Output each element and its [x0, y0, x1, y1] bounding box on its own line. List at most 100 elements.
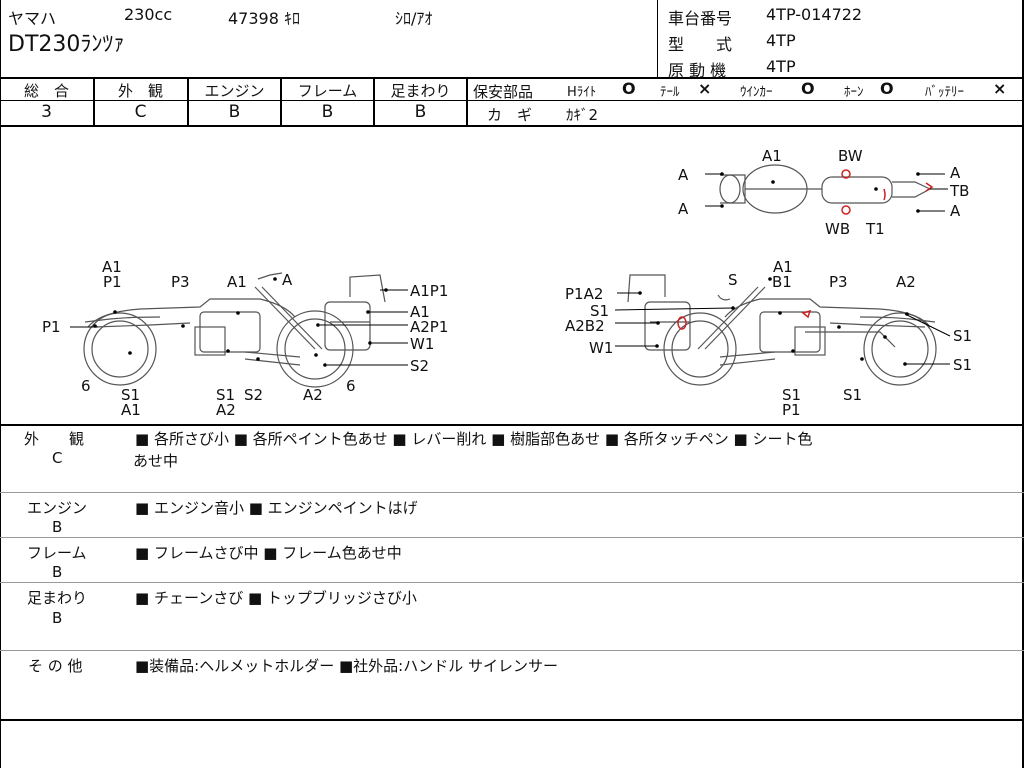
safety-item-tail: ﾃｰﾙ: [660, 85, 680, 100]
safety-item-battery: ﾊﾞｯﾃﾘｰ: [925, 85, 964, 100]
left-side-bike-sketch: [83, 272, 386, 388]
safety-winker-mark: O: [801, 79, 815, 98]
left-label-p1-top: P1: [103, 273, 122, 291]
engine-type-value: 4TP: [766, 57, 796, 76]
grade-engine-label: エンジン: [204, 82, 265, 100]
left-label-a2-engine: A2: [216, 401, 236, 419]
maker-name: ヤマハ: [8, 9, 57, 28]
frame-number-label: 車台番号: [668, 9, 733, 28]
section-exterior-grade: C: [52, 449, 63, 467]
header-vertical-divider: [657, 0, 658, 78]
right-label-a1: A1: [773, 258, 793, 276]
safety-item-winker: ｳｲﾝｶｰ: [740, 85, 773, 100]
key-label: カ ギ: [487, 106, 533, 124]
left-label-a2p1: A2P1: [410, 318, 449, 336]
section-exterior-notes: ■ 各所さび小 ■ 各所ペイント色あせ ■ レバー削れ ■ 樹脂部色あせ ■ 各…: [135, 430, 813, 448]
grade-divider-2: [187, 78, 189, 126]
safety-row-midline: [467, 100, 1024, 101]
section-engine-notes: ■ エンジン音小 ■ エンジンペイントはげ: [135, 499, 418, 517]
left-label-a1-top: A1: [102, 258, 122, 276]
left-label-s1-engine: S1: [216, 386, 236, 404]
diagram-bottom-line: [0, 424, 1024, 426]
right-side-bike-sketch: [627, 274, 937, 386]
safety-battery-mark: ×: [993, 79, 1007, 98]
section-other-notes: ■装備品:ヘルメットホルダー ■社外品:ハンドル サイレンサー: [135, 657, 558, 675]
safety-horn-mark: O: [880, 79, 894, 98]
grade-overall-label: 総 合: [23, 82, 69, 100]
section-frame-notes: ■ フレームさび中 ■ フレーム色あせ中: [135, 544, 402, 562]
safety-headlight-mark: O: [622, 79, 636, 98]
section-divider-1: [0, 492, 1024, 493]
left-label-a2-fork: A2: [303, 386, 323, 404]
type-value: 4TP: [766, 31, 796, 50]
grade-divider-1: [93, 78, 95, 126]
key-value: ｶｷﾞ2: [566, 106, 599, 124]
displacement: 230cc: [124, 5, 173, 24]
section-other-title: そ の 他: [28, 657, 83, 675]
grade-row-bottom: [0, 125, 1024, 127]
grade-divider-4: [373, 78, 375, 126]
right-label-s: S: [728, 271, 738, 289]
section-divider-3: [0, 582, 1024, 583]
header-divider: [0, 77, 1024, 79]
left-label-a1-tank: A1: [227, 273, 247, 291]
safety-tail-mark: ×: [698, 79, 712, 98]
top-view-bike-sketch: [719, 164, 932, 214]
left-label-s1-rear: S1: [121, 386, 141, 404]
border-left: [0, 0, 1, 768]
right-label-p1a2: P1A2: [565, 285, 604, 303]
left-label-a1p1: A1P1: [410, 282, 449, 300]
section-suspension-title: 足まわり: [27, 589, 88, 607]
right-label-s1-engine: S1: [782, 386, 802, 404]
left-label-6-front: 6: [346, 377, 356, 395]
leader-lines: [70, 173, 951, 366]
grade-suspension-label: 足まわり: [390, 82, 451, 100]
section-suspension-notes: ■ チェーンさび ■ トップブリッジさび小: [135, 589, 417, 607]
left-label-w1: W1: [410, 335, 435, 353]
top-label-a-front-lower: A: [678, 200, 689, 218]
top-label-wb: WB: [825, 220, 851, 238]
section-divider-4: [0, 650, 1024, 651]
right-label-s1-muffler: S1: [953, 327, 973, 345]
right-label-s1-fork: S1: [590, 302, 610, 320]
engine-type-label: 原 動 機: [668, 61, 727, 80]
right-label-p1-engine: P1: [782, 401, 801, 419]
left-label-p1-rear: P1: [42, 318, 61, 336]
section-exterior-notes-cont: あせ中: [133, 452, 179, 470]
top-label-t1: T1: [866, 220, 885, 238]
section-engine-title: エンジン: [27, 499, 88, 517]
left-label-a-handle: A: [282, 271, 293, 289]
grade-frame-label: フレーム: [297, 82, 358, 100]
grade-suspension-value: B: [414, 102, 427, 122]
right-label-s1-rear: S1: [953, 356, 973, 374]
grade-exterior-label: 外 観: [117, 82, 163, 100]
model-name: DT230ﾗﾝﾂｧ: [8, 32, 125, 57]
grade-exterior-value: C: [134, 102, 147, 122]
left-label-a1-rear: A1: [121, 401, 141, 419]
left-label-6-rear: 6: [81, 377, 91, 395]
left-label-a1-side: A1: [410, 303, 430, 321]
right-label-b1: B1: [772, 273, 792, 291]
top-label-a1: A1: [762, 147, 782, 165]
damage-marks: [677, 169, 934, 330]
grade-divider-3: [280, 78, 282, 126]
damage-diagram: [70, 164, 951, 388]
section-engine-grade: B: [52, 518, 63, 536]
safety-item-headlight: Hﾗｲﾄ: [567, 85, 597, 100]
frame-number-value: 4TP-014722: [766, 5, 863, 24]
section-divider-2: [0, 537, 1024, 538]
type-label: 型 式: [668, 35, 733, 54]
section-exterior-title: 外 観: [24, 430, 85, 448]
top-label-bw: BW: [838, 147, 863, 165]
top-label-tb: TB: [950, 182, 970, 200]
right-label-w1: W1: [589, 339, 614, 357]
grade-divider-5: [466, 78, 468, 126]
safety-item-horn: ﾎｰﾝ: [844, 85, 864, 100]
left-label-s2-engine: S2: [244, 386, 264, 404]
top-label-a-rear-upper: A: [950, 164, 961, 182]
top-label-a-front-upper: A: [678, 166, 689, 184]
safety-label: 保安部品: [473, 83, 534, 101]
right-label-s1-exhaust: S1: [843, 386, 863, 404]
border-right: [1022, 0, 1024, 768]
grade-row-midline: [0, 100, 467, 101]
